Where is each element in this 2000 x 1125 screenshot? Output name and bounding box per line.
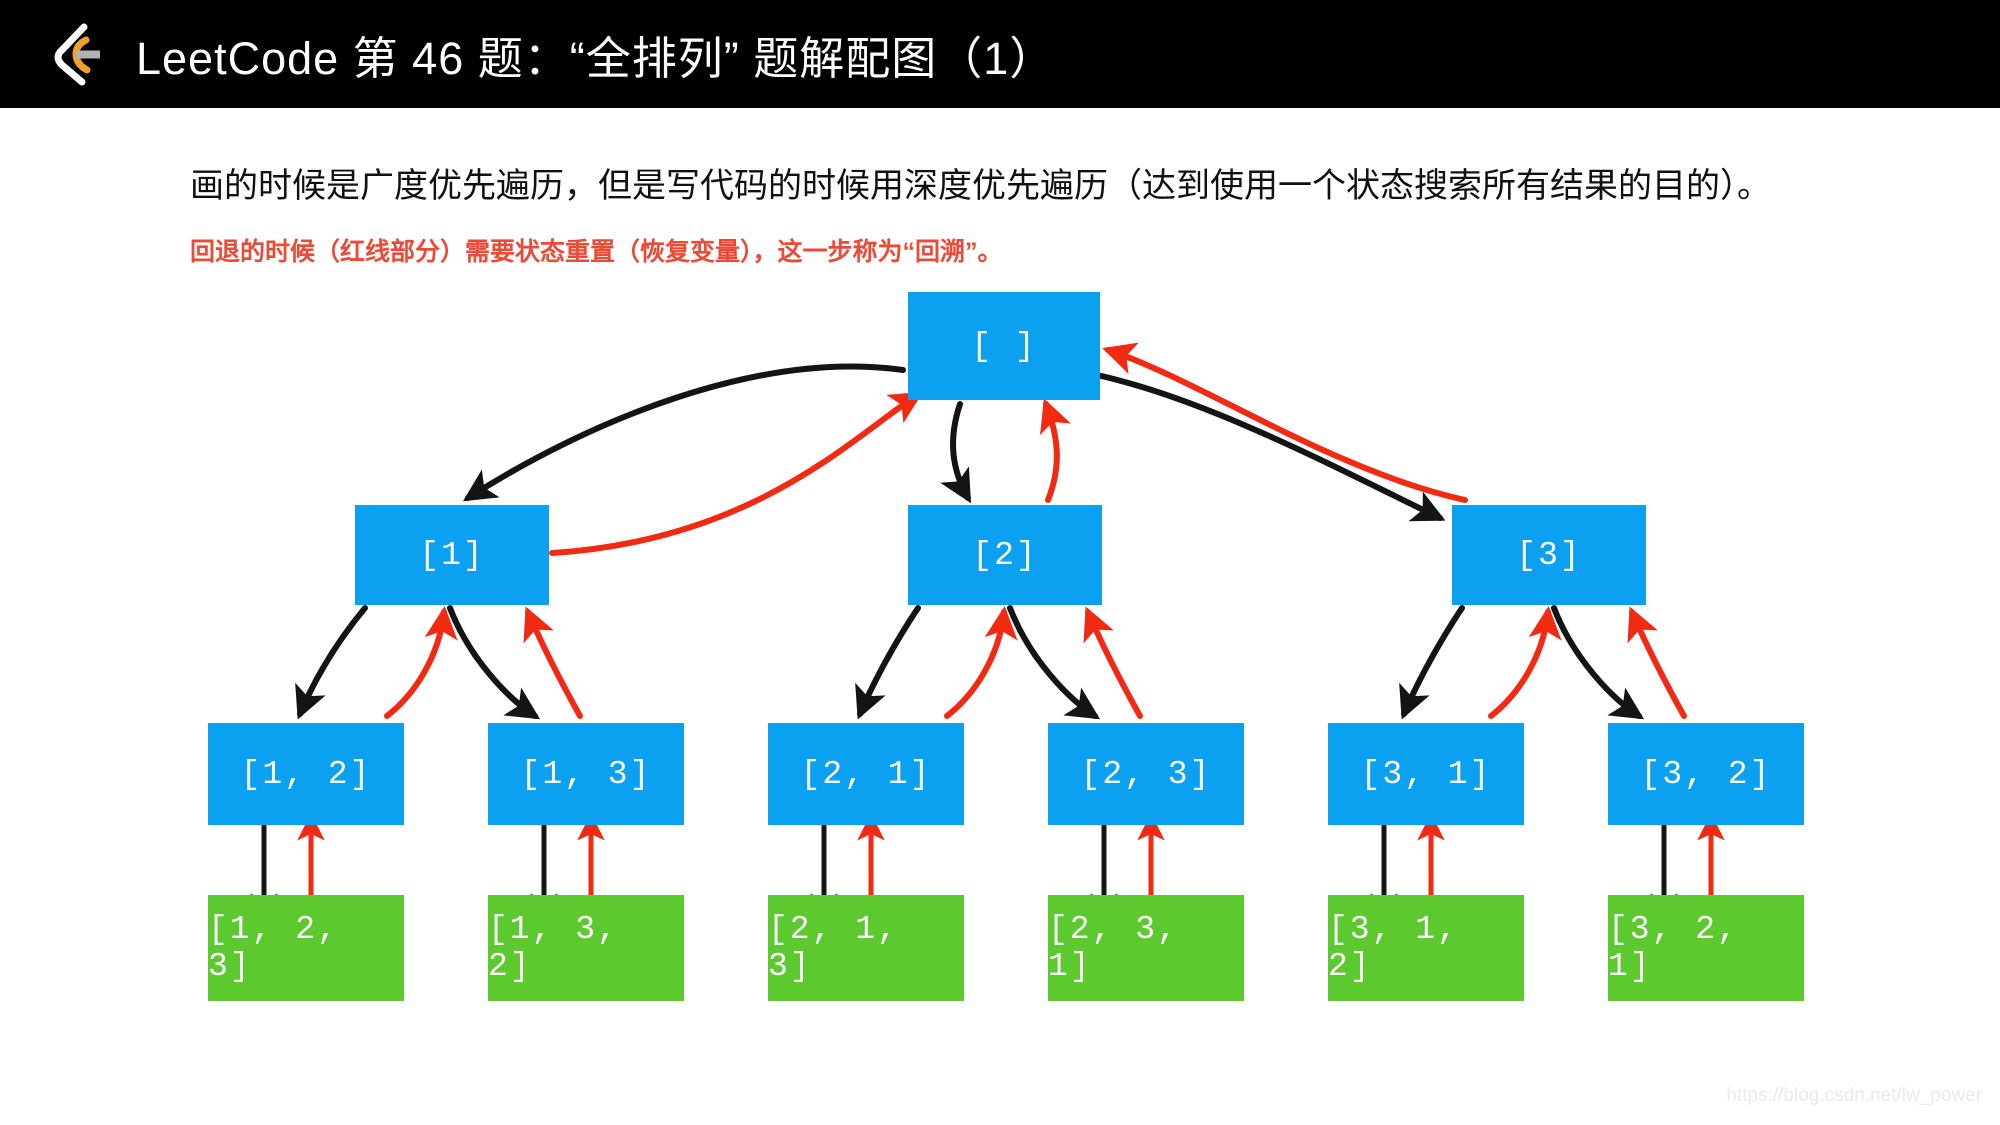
- edge-forward-n1-n12: [295, 605, 368, 720]
- edge-forward-n3-n31: [1399, 605, 1465, 720]
- edge-forward-root-n2: [940, 401, 971, 504]
- edge-backtrack-n1-root: [549, 391, 924, 556]
- tree-node-l123: [1, 2, 3]: [208, 895, 404, 1001]
- tree-node-n12: [1, 2]: [208, 723, 404, 825]
- edge-backtrack-n21-n2: [944, 606, 1018, 719]
- watermark: https://blog.csdn.net/lw_power: [1726, 1085, 1982, 1106]
- tree-node-root: [ ]: [908, 292, 1100, 400]
- edge-forward-n2-n23: [1007, 605, 1101, 720]
- header-bar: LeetCode 第 46 题：“全排列” 题解配图（1）: [0, 0, 2000, 108]
- edge-forward-root-n1: [462, 363, 906, 502]
- leetcode-logo-icon: [54, 23, 100, 86]
- edge-backtrack-n31-n3: [1488, 606, 1562, 719]
- caption-main-text: 画的时候是广度优先遍历，但是写代码的时候用深度优先遍历（达到使用一个状态搜索所有…: [190, 167, 1771, 205]
- edge-backtrack-n2-root: [1040, 398, 1071, 503]
- edge-forward-n1-n13: [447, 605, 541, 720]
- tree-node-n3: [3]: [1452, 505, 1646, 605]
- edge-backtrack-n23-n2: [1083, 606, 1143, 719]
- edge-forward-n2-n21: [855, 605, 921, 720]
- tree-node-l321: [3, 2, 1]: [1608, 895, 1804, 1001]
- tree-node-n21: [2, 1]: [768, 723, 964, 825]
- tree-node-n23: [2, 3]: [1048, 723, 1244, 825]
- edge-backtrack-n13-n1: [523, 606, 583, 719]
- tree-node-n1: [1]: [355, 505, 549, 605]
- caption-backtrack-note: 回退的时候（红线部分）需要状态重置（恢复变量），这一步称为“回溯”。: [190, 238, 1003, 266]
- tree-node-l213: [2, 1, 3]: [768, 895, 964, 1001]
- tree-node-n31: [3, 1]: [1328, 723, 1524, 825]
- edge-backtrack-n12-n1: [384, 606, 458, 719]
- tree-node-n32: [3, 2]: [1608, 723, 1804, 825]
- tree-node-n13: [1, 3]: [488, 723, 684, 825]
- edge-forward-root-n3: [1094, 372, 1446, 522]
- edge-backtrack-n3-root: [1102, 342, 1468, 503]
- tree-node-l312: [3, 1, 2]: [1328, 895, 1524, 1001]
- page-title: LeetCode 第 46 题：“全排列” 题解配图（1）: [136, 32, 1056, 84]
- tree-node-l231: [2, 3, 1]: [1048, 895, 1244, 1001]
- edge-forward-n3-n32: [1551, 605, 1645, 720]
- tree-node-n2: [2]: [908, 505, 1102, 605]
- edge-backtrack-n32-n3: [1627, 606, 1687, 719]
- tree-node-l132: [1, 3, 2]: [488, 895, 684, 1001]
